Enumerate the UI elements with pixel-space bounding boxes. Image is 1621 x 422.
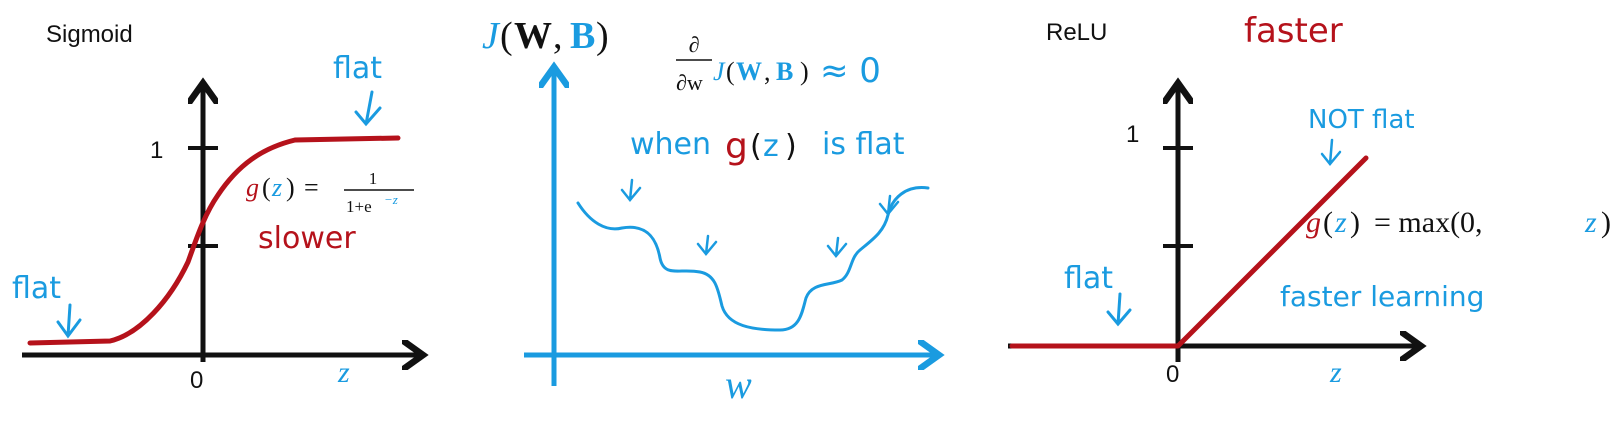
sigmoid-curve [27,135,401,346]
cost-derivative-denominator: ∂w [676,70,703,95]
sigmoid-slower-label: slower [258,221,356,256]
relu-curve [1009,155,1369,349]
sigmoid-title: Sigmoid [46,21,133,48]
relu-formula-close: ) [1601,206,1611,239]
relu-axis-z-label: z [1329,356,1342,389]
relu-not-flat-arrow [1320,138,1342,166]
relu-panel: ReLU faster 1 0 z NOT flat g ( z ) = max… [1008,11,1611,389]
sigmoid-formula-z: z [271,173,282,202]
cost-title-comma: , [553,15,563,57]
cost-derivative-numerator: ∂ [689,32,700,57]
relu-origin-label: 0 [1166,361,1179,388]
relu-formula-g: g [1306,206,1321,239]
cost-title: J ( W , B ) [482,15,609,57]
cost-when-annotation: when g ( z ) is flat [630,126,905,167]
cost-derivative-J: J [713,57,726,86]
cost-curve [576,186,930,332]
sigmoid-formula-exponent: −z [384,192,398,207]
sigmoid-formula: g ( z ) = 1 1+e −z [246,169,414,216]
sigmoid-flat-right-label: flat [333,51,382,86]
sigmoid-flat-left-label: flat [12,271,61,306]
cost-derivative-comma: , [764,57,771,86]
cost-title-paren-close: ) [596,15,609,57]
relu-title: ReLU [1046,19,1107,46]
cost-when-label: when [630,127,711,162]
relu-formula: g ( z ) = max(0, z ) [1306,206,1611,239]
relu-tick-one-label: 1 [1126,121,1139,148]
cost-flat-arrow-4 [878,194,900,216]
sigmoid-panel: Sigmoid 1 0 z flat flat g ( z ) = 1 1+e … [12,21,420,394]
relu-not-flat-label: NOT flat [1308,105,1415,135]
cost-when-paren-close: ) [785,129,797,164]
sigmoid-formula-paren-open: ( [262,173,271,202]
sigmoid-formula-denominator: 1+e [346,197,372,216]
cost-flat-arrow-1 [620,178,642,202]
relu-formula-z2: z [1584,206,1597,239]
cost-derivative: ∂ ∂w J ( W , B ) ≈ 0 [676,32,881,95]
sigmoid-formula-g: g [246,173,259,202]
cost-title-B: B [570,15,595,57]
relu-formula-rest: = max(0, [1374,206,1483,239]
sigmoid-flat-left-arrow [56,303,82,339]
relu-formula-paren-open: ( [1323,206,1333,239]
relu-faster-learning-label: faster learning [1280,280,1484,313]
cost-derivative-W: W [736,57,762,86]
cost-derivative-paren-open: ( [726,57,735,86]
cost-title-W: W [514,15,552,57]
relu-flat-arrow [1106,292,1132,327]
sigmoid-formula-paren-close: ) [286,173,295,202]
sigmoid-tick-one-label: 1 [150,137,163,164]
cost-derivative-B: B [776,57,793,86]
relu-faster-label: faster [1244,11,1343,51]
relu-flat-label: flat [1064,261,1113,296]
sigmoid-flat-right-arrow [354,90,382,127]
relu-formula-paren-close: ) [1350,206,1360,239]
cost-when-tail: is flat [822,127,905,162]
cost-axis-w-label: w [725,362,752,407]
cost-title-paren-open: ( [500,15,513,57]
cost-title-J: J [482,15,501,57]
sigmoid-origin-label: 0 [190,367,203,394]
cost-flat-arrow-3 [826,236,848,258]
cost-flat-arrow-2 [696,234,718,256]
cost-derivative-paren-close: ) [800,57,809,86]
cost-when-z: z [763,129,779,164]
cost-when-paren-open: ( [750,129,762,164]
relu-formula-z: z [1334,206,1347,239]
cost-panel: J ( W , B ) w ∂ ∂w J ( W , B ) ≈ 0 when … [482,15,936,407]
cost-derivative-approx: ≈ 0 [820,51,881,91]
sigmoid-formula-equals: = [304,173,319,202]
sigmoid-axis-z-label: z [337,356,350,389]
sigmoid-formula-numerator: 1 [369,169,378,188]
cost-when-g: g [725,126,748,167]
